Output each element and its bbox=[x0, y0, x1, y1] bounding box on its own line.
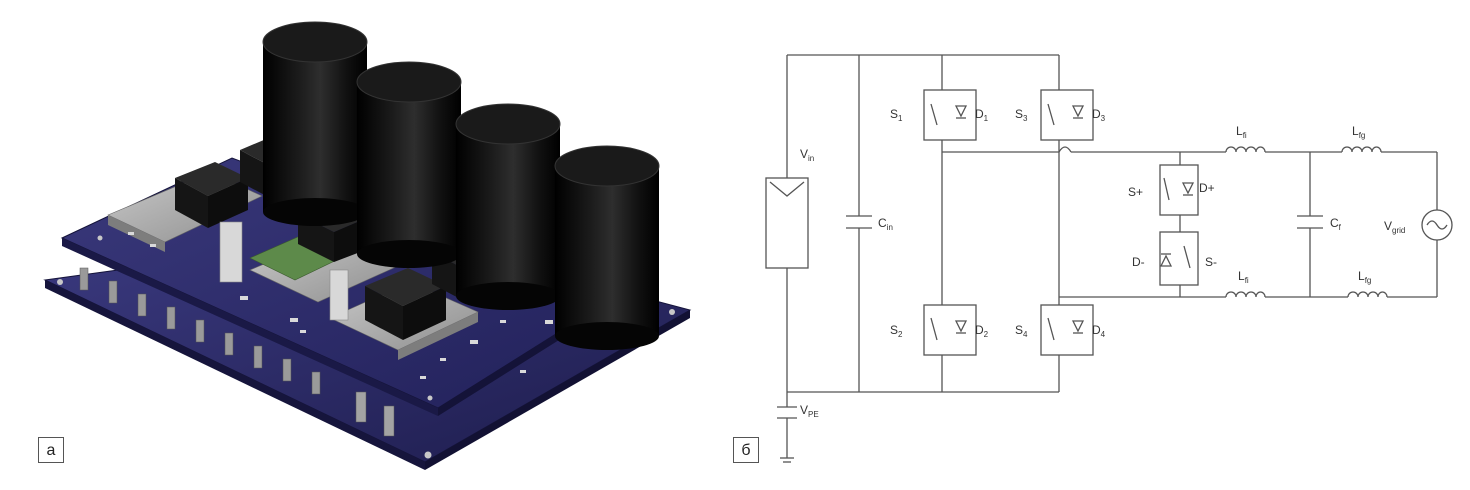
label-lfg-top: Lfg bbox=[1352, 124, 1365, 140]
switch-s-plus-icon bbox=[1159, 164, 1199, 216]
capacitor-3 bbox=[455, 103, 561, 310]
label-d-minus: D- bbox=[1132, 255, 1145, 269]
switch-s-minus-icon bbox=[1159, 231, 1199, 286]
ground-icon bbox=[780, 457, 794, 463]
label-d-plus: D+ bbox=[1199, 181, 1215, 195]
label-cf: Cf bbox=[1330, 216, 1342, 232]
schematic-wires bbox=[786, 54, 1438, 458]
label-lfi-bottom: Lfi bbox=[1238, 269, 1249, 285]
electrolytic-capacitors bbox=[262, 21, 660, 350]
label-vpe: VPE bbox=[800, 403, 819, 419]
switch-s1-icon bbox=[923, 89, 977, 141]
label-s2: S2 bbox=[890, 323, 903, 339]
label-d3: D3 bbox=[1092, 107, 1106, 123]
cf-capacitor-icon bbox=[1297, 215, 1323, 229]
label-d2: D2 bbox=[975, 323, 989, 339]
inductor-lfg-bottom-icon bbox=[1347, 291, 1388, 298]
switch-s3-icon bbox=[1040, 89, 1094, 141]
label-lfg-bottom: Lfg bbox=[1358, 269, 1371, 285]
switch-s4-icon bbox=[1040, 304, 1094, 356]
ac-source-icon bbox=[1421, 209, 1453, 241]
label-s-minus: S- bbox=[1205, 255, 1217, 269]
inductor-lfi-top-icon bbox=[1225, 146, 1266, 153]
pv-source-icon bbox=[765, 177, 809, 269]
capacitor-4 bbox=[554, 145, 660, 350]
inductor-lfi-bottom-icon bbox=[1225, 291, 1266, 298]
label-cin: Cin bbox=[878, 216, 893, 232]
smd-components bbox=[128, 232, 553, 379]
capacitor-1 bbox=[262, 21, 368, 226]
vpe-capacitor-icon bbox=[777, 406, 797, 419]
label-vin: Vin bbox=[800, 147, 814, 163]
label-s3: S3 bbox=[1015, 107, 1028, 123]
label-d1: D1 bbox=[975, 107, 989, 123]
label-vgrid: Vgrid bbox=[1384, 219, 1405, 235]
panel-label-b: б bbox=[733, 437, 759, 463]
label-s4: S4 bbox=[1015, 323, 1028, 339]
pin-headers bbox=[79, 267, 395, 437]
label-s-plus: S+ bbox=[1128, 185, 1143, 199]
pcb-render-image bbox=[43, 21, 692, 470]
panel-label-a: a bbox=[38, 437, 64, 463]
switch-s2-icon bbox=[923, 304, 977, 356]
label-d4: D4 bbox=[1092, 323, 1106, 339]
label-s1: S1 bbox=[890, 107, 903, 123]
cin-capacitor-icon bbox=[846, 215, 872, 229]
inductor-lfg-top-icon bbox=[1341, 146, 1382, 153]
capacitor-2 bbox=[356, 61, 462, 268]
label-lfi-top: Lfi bbox=[1236, 124, 1247, 140]
